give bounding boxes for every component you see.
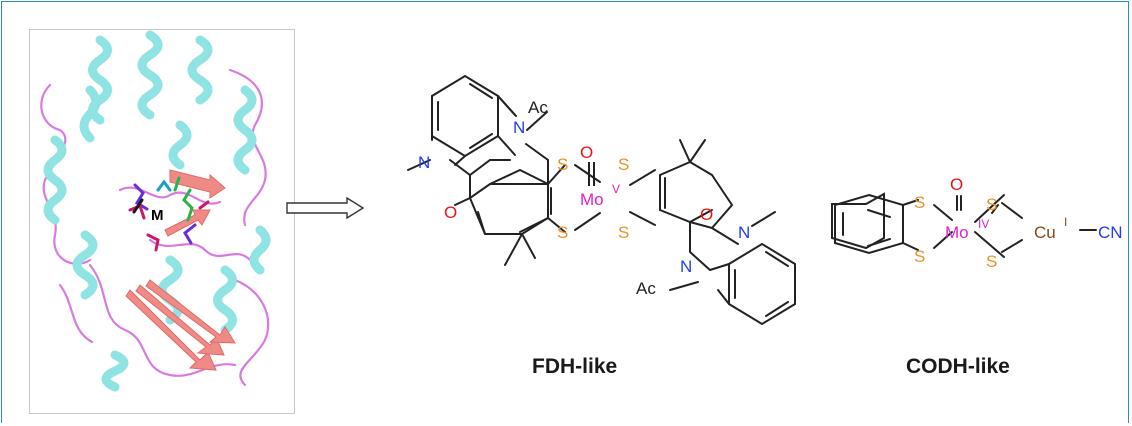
open-arrow-icon <box>286 196 365 220</box>
fdh-like-structure <box>407 74 796 326</box>
fdh-o-atom: O <box>444 203 457 222</box>
codh-cu-ox-state: I <box>1064 215 1067 229</box>
loop-regions <box>40 68 270 387</box>
codh-s-atom: S <box>914 193 925 212</box>
fdh-acetyl-label: Ac <box>636 279 656 298</box>
fdh-s-atom: S <box>618 155 629 174</box>
metal-center-label: M <box>151 207 164 224</box>
fdh-s-atom: S <box>618 223 629 242</box>
fdh-like-caption: FDH-like <box>532 355 618 378</box>
fdh-n-atom: N <box>513 118 525 137</box>
fdh-oxo-atom: O <box>580 143 593 162</box>
fdh-n-atom: N <box>680 257 692 276</box>
codh-s-atom: S <box>986 252 997 271</box>
active-site-residues <box>128 176 210 252</box>
helix-regions <box>43 30 271 392</box>
protein-structure-image: M <box>29 29 295 414</box>
codh-like-atoms: S S O Mo IV S S Cu I CN <box>914 175 1123 271</box>
codh-oxo-atom: O <box>950 175 963 194</box>
fdh-o-atom: O <box>700 205 713 224</box>
codh-s-atom: S <box>986 195 997 214</box>
fdh-n-atom: N <box>738 223 750 242</box>
codh-cn-group: CN <box>1098 223 1123 242</box>
fdh-like-atoms: N Ac N O S S O Mo V S S O N N Ac <box>418 98 750 298</box>
fdh-mo-ox-state: V <box>612 182 620 196</box>
fdh-acetyl-label: Ac <box>528 98 548 117</box>
fdh-s-atom: S <box>557 155 568 174</box>
protein-ribbon-drawing: M <box>40 30 271 392</box>
codh-s-atom: S <box>914 247 925 266</box>
codh-mo-atom: Mo <box>945 223 969 242</box>
fdh-n-atom: N <box>418 153 430 172</box>
codh-cu-atom: Cu <box>1034 223 1056 242</box>
codh-mo-ox-state: IV <box>978 217 989 231</box>
sheet-regions <box>125 169 236 371</box>
fdh-s-atom: S <box>557 223 568 242</box>
codh-like-caption: CODH-like <box>906 355 1010 378</box>
codh-like-structure <box>831 192 1097 258</box>
fdh-mo-atom: Mo <box>580 190 604 209</box>
